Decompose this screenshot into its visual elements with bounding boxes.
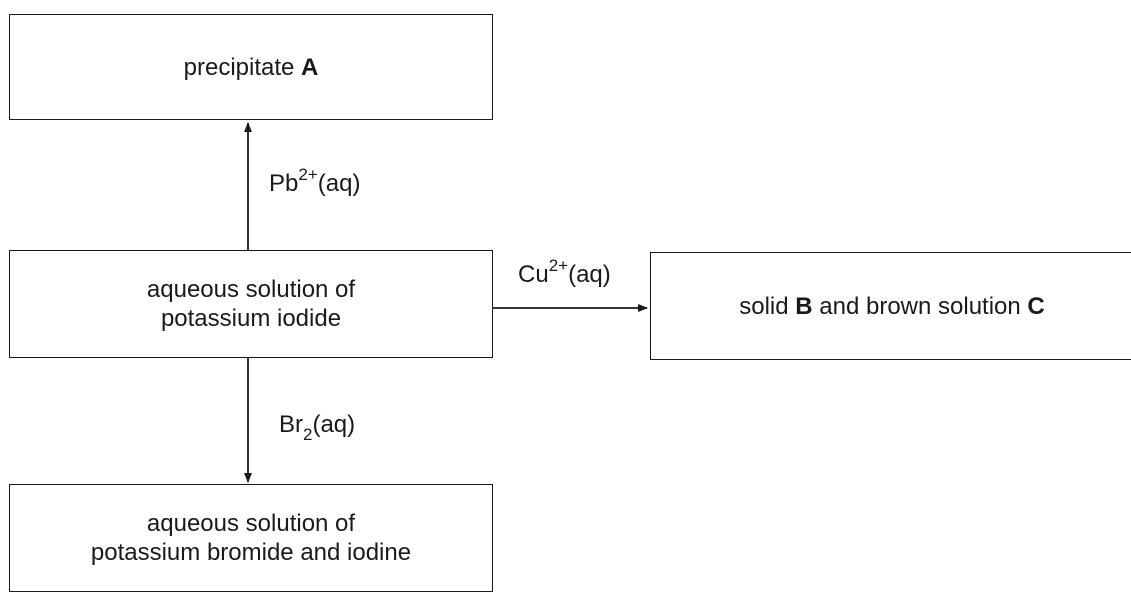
solid-b-solution-c-text: solid B and brown solution C [739,292,1045,321]
lead-charge: 2+ [298,165,318,184]
potassium-bromide-line2: potassium bromide and iodine [90,539,412,566]
potassium-iodide-line2: potassium iodide [160,305,342,332]
bromine-subscript: 2 [303,424,313,444]
precipitate-label: precipitate [183,53,302,81]
label-b: B [795,292,813,320]
reagent-copper-ion: Cu2+(aq) [518,257,611,289]
solid-b-brown-solution-c-box: solid B and brown solution C [650,252,1131,360]
label-c: C [1027,292,1045,320]
lead-symbol: Pb [269,170,299,197]
copper-state: (aq) [568,261,611,288]
bromine-state: (aq) [312,411,356,438]
potassium-iodide-box: aqueous solution of potassium iodide [9,250,493,358]
solid-label: solid [739,292,796,320]
copper-charge: 2+ [548,256,569,275]
copper-symbol: Cu [518,261,549,288]
potassium-bromide-line1: aqueous solution of [146,510,356,537]
reagent-lead-ion: Pb2+(aq) [269,166,361,198]
potassium-bromide-iodine-box: aqueous solution of potassium bromide an… [9,484,493,592]
label-a: A [301,53,319,81]
reagent-bromine: Br2(aq) [279,411,356,443]
brown-solution-label: and brown solution [812,292,1028,320]
potassium-iodide-line1: aqueous solution of [146,276,356,303]
precipitate-a-box: precipitate A [9,14,493,120]
bromine-symbol: Br [279,411,303,438]
lead-state: (aq) [317,170,361,197]
precipitate-a-text: precipitate A [184,53,319,82]
